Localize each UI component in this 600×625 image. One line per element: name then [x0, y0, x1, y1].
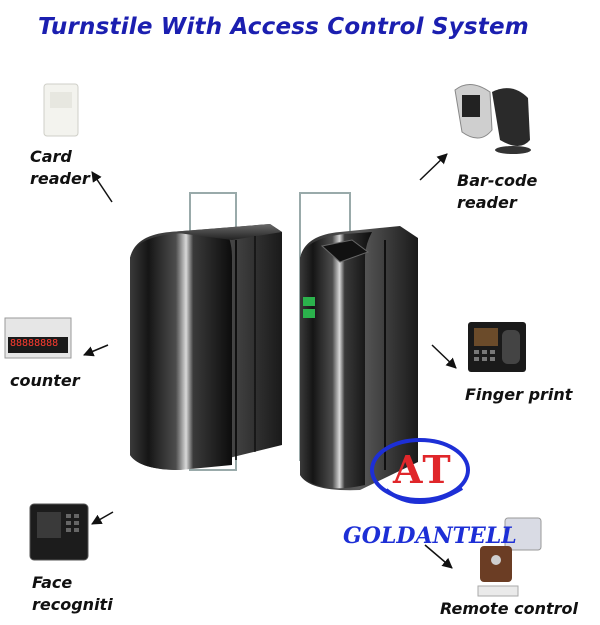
barcode-reader-icon — [454, 84, 531, 154]
arrow-face — [91, 511, 114, 525]
face-label-line1: Face — [32, 573, 73, 592]
green-indicator-icon — [303, 297, 315, 306]
turnstile-right — [299, 192, 418, 491]
arrow-fingerprint — [431, 344, 457, 369]
goldantell-logo-icon — [370, 438, 470, 504]
diagram-title: Turnstile With Access Control System — [38, 14, 529, 40]
barcode-label-line2: reader — [457, 193, 517, 212]
counter-digits: 88888888 — [10, 338, 59, 349]
barcode-label-line1: Bar-code — [457, 171, 538, 190]
logo-brand: GOLDANTELL — [343, 523, 517, 549]
remote-control-icon — [477, 517, 542, 597]
fingerprint-reader-icon — [468, 322, 526, 372]
card-reader-label-line1: Card — [30, 147, 72, 166]
card-reader-icon — [43, 83, 79, 137]
barcode-reader-label: Bar-code reader — [457, 170, 537, 214]
arrow-remote — [424, 544, 453, 569]
counter-label: counter — [10, 371, 80, 390]
face-recognition-label: Face recogniti — [32, 572, 113, 616]
card-reader-label-line2: reader — [30, 169, 90, 188]
card-reader-label: Card reader — [30, 146, 90, 190]
turnstile-left — [130, 192, 282, 471]
face-recognition-icon — [29, 503, 89, 561]
finger-print-label: Finger print — [465, 385, 573, 404]
face-label-line2: recogniti — [32, 595, 113, 614]
arrow-card-reader — [91, 171, 113, 203]
arrow-counter — [83, 344, 109, 357]
remote-control-label: Remote control — [440, 599, 578, 618]
logo-initials: AT — [393, 447, 453, 492]
counter-icon — [4, 317, 72, 359]
arrow-barcode — [419, 153, 448, 181]
